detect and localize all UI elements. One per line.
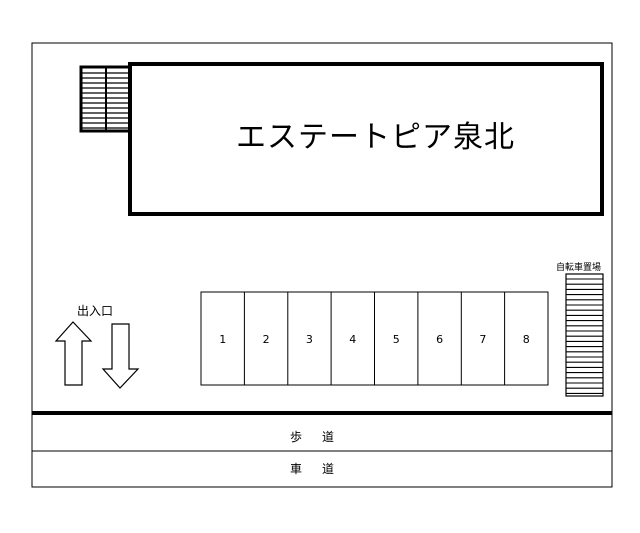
site-boundary bbox=[31, 42, 613, 488]
parking-spot-8: 8 bbox=[522, 333, 530, 346]
bicycle-parking-label: 自転車置場 bbox=[556, 263, 602, 273]
parking-spot-2: 2 bbox=[262, 333, 270, 346]
parking-spot-1: 1 bbox=[219, 333, 227, 346]
arrow-up-icon bbox=[54, 321, 93, 386]
parking-spot-3: 3 bbox=[305, 333, 313, 346]
parking-spot-6: 6 bbox=[436, 333, 444, 346]
sidewalk-label: 歩道 bbox=[289, 430, 354, 444]
parking-spot-4: 4 bbox=[349, 333, 357, 346]
parking-spot-5: 5 bbox=[392, 333, 400, 346]
roadway-label: 車道 bbox=[289, 462, 354, 476]
arrow-down-icon bbox=[101, 323, 140, 389]
stairs bbox=[79, 65, 132, 133]
parking-spot-7: 7 bbox=[479, 333, 487, 346]
building-outline bbox=[128, 62, 604, 216]
building-name: エステートピア泉北 bbox=[236, 120, 515, 155]
entrance-label: 出入口 bbox=[77, 304, 114, 318]
bicycle-parking-area bbox=[565, 273, 604, 397]
